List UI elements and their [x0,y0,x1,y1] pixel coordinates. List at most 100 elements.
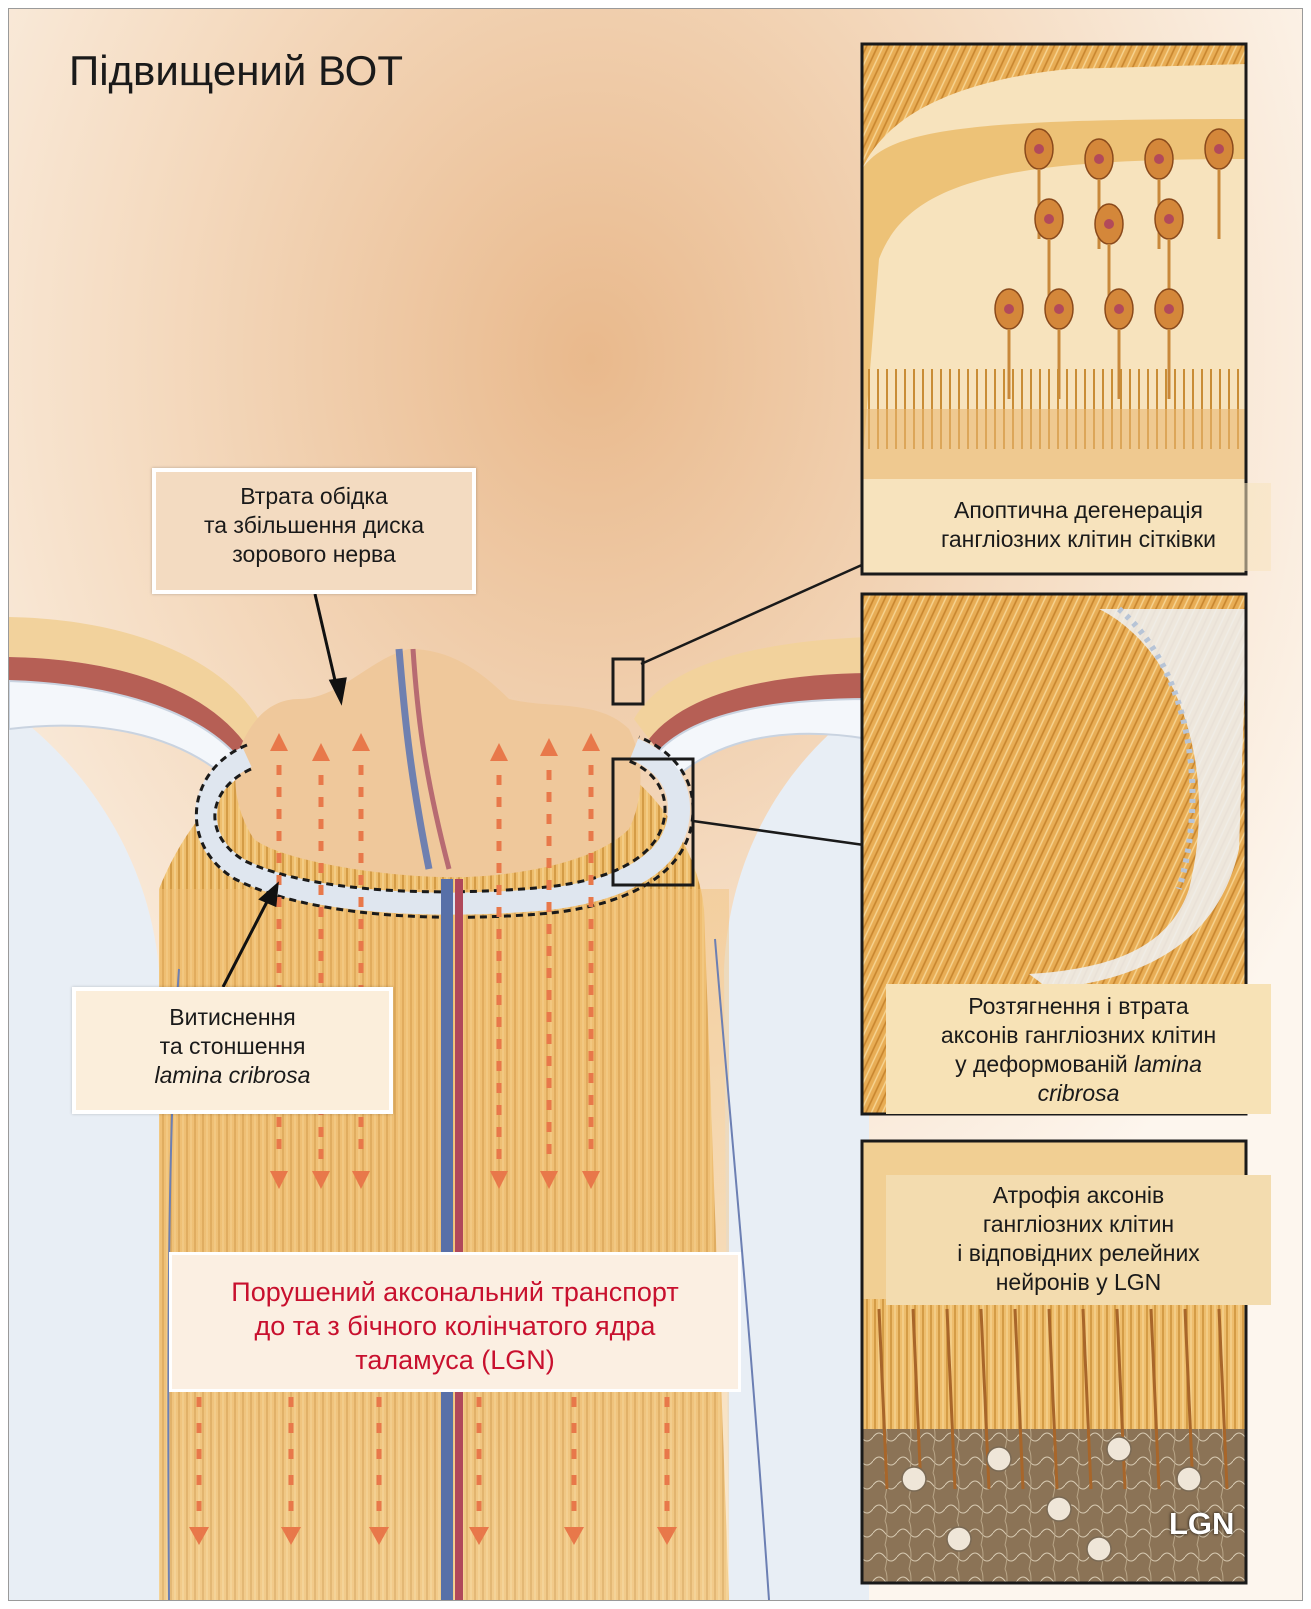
dash [319,1149,324,1159]
cell-nucleus [1044,214,1054,224]
lgn-neuron [902,1467,926,1491]
dash [497,1061,502,1071]
dash [547,924,552,934]
page-title: Підвищений ВОТ [69,47,403,95]
dash [359,831,364,841]
dash [277,809,282,819]
dash [572,1501,577,1511]
lgn-neuron [987,1447,1011,1471]
dash [497,1083,502,1093]
dash [377,1423,382,1433]
dash [477,1475,482,1485]
dash [289,1449,294,1459]
dash [572,1449,577,1459]
label-line: та стоншення [76,1032,389,1061]
dash [547,836,552,846]
dash [589,1095,594,1105]
dash [277,1139,282,1149]
dash [377,1449,382,1459]
lgn-neuron [1047,1497,1071,1521]
dash [665,1397,670,1407]
label-line: Порушений аксональний транспорт [172,1275,738,1309]
dash [497,951,502,961]
dash [197,1501,202,1511]
dash [377,1475,382,1485]
dash [665,1423,670,1433]
dash [497,1017,502,1027]
dash [277,897,282,907]
cell-nucleus [1214,144,1224,154]
label-line: Витиснення [76,1003,389,1032]
dash [359,853,364,863]
dash [547,792,552,802]
dash [589,809,594,819]
label-axonal-transport: Порушений аксональний транспорт до та з … [169,1252,741,1392]
cell-nucleus [1114,304,1124,314]
dash [497,973,502,983]
dash [547,880,552,890]
dash [497,995,502,1005]
dash [547,1122,552,1132]
dash [589,1029,594,1039]
lgn-neuron [1177,1467,1201,1491]
lgn-neuron [1087,1537,1111,1561]
dash [547,1144,552,1154]
dash [589,1073,594,1083]
dash [589,875,594,885]
label-lamina-cribrosa: Витиснення та стоншення lamina cribrosa [72,987,393,1114]
dash [547,946,552,956]
dash [319,885,324,895]
dash [289,1423,294,1433]
dash [319,841,324,851]
label-text: у деформованій [955,1051,1128,1077]
dash [319,775,324,785]
cell-nucleus [1094,154,1104,164]
label-term: cribrosa [886,1079,1271,1108]
cell-nucleus [1034,144,1044,154]
dash [319,863,324,873]
label-line: нейронів у LGN [886,1268,1271,1297]
dash [277,831,282,841]
cell-nucleus [1164,304,1174,314]
label-axon-stretch: Розтягнення і втрата аксонів гангліозних… [886,984,1271,1114]
dash [589,1007,594,1017]
label-line: у деформованій lamina [886,1050,1271,1079]
dash [589,1117,594,1127]
dash [572,1475,577,1485]
dash [359,919,364,929]
dash [497,929,502,939]
dash [497,819,502,829]
label-line: Розтягнення і втрата [886,992,1271,1021]
dash [477,1501,482,1511]
dash [547,1034,552,1044]
label-line: аксонів гангліозних клітин [886,1021,1271,1050]
dash [497,841,502,851]
label-apoptosis: Апоптична дегенерація гангліозних клітин… [886,483,1271,571]
dash [277,919,282,929]
dash [547,1078,552,1088]
cell-nucleus [1164,214,1174,224]
cell-nucleus [1104,219,1114,229]
lgn-neuron [1107,1437,1131,1461]
dash [497,863,502,873]
dash [359,787,364,797]
dash [197,1449,202,1459]
dash [547,968,552,978]
dash [359,875,364,885]
dash [547,1056,552,1066]
dash [319,1127,324,1137]
dash [497,775,502,785]
dash [319,951,324,961]
central-artery [455,879,463,1600]
dash [589,765,594,775]
dash [319,929,324,939]
dash [319,973,324,983]
central-vein [441,879,453,1600]
cell-nucleus [1004,304,1014,314]
dash [589,787,594,797]
dash [589,919,594,929]
dash [497,885,502,895]
dash [589,897,594,907]
dash [359,1139,364,1149]
dash [277,787,282,797]
